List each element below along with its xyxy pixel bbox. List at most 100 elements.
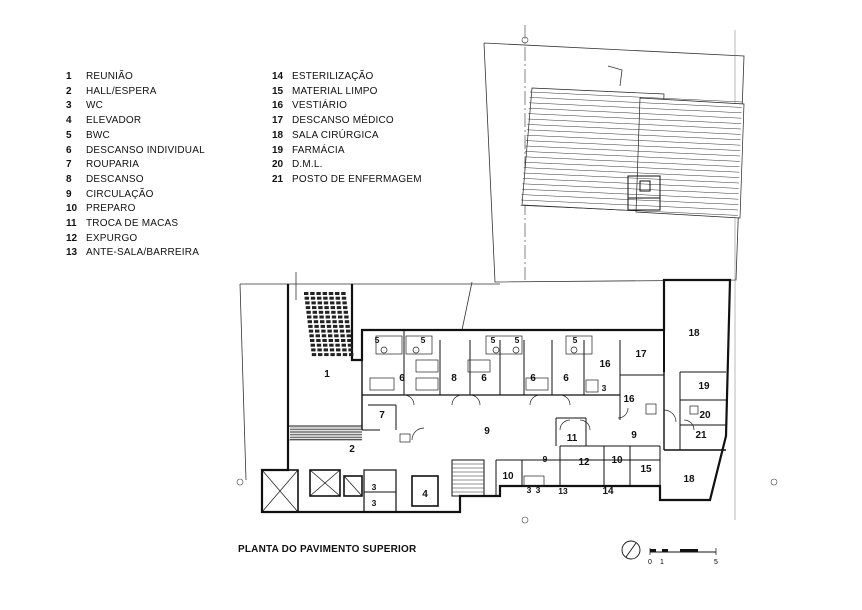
legend-label: ROUPARIA — [86, 159, 140, 171]
solar-panel-lines — [520, 91, 743, 216]
room-label: 18 — [688, 328, 700, 339]
room-label: 8 — [451, 373, 457, 384]
room-label: 9 — [543, 454, 548, 464]
grid-markers — [236, 36, 778, 524]
room-label: 5 — [573, 335, 578, 345]
north-arrow-icon — [621, 540, 641, 560]
room-label: 3 — [602, 383, 607, 393]
room-label: 10 — [502, 471, 514, 482]
legend-item: 18 SALA CIRÚRGICA — [272, 129, 422, 144]
legend-number: 10 — [66, 203, 78, 215]
room-label: 6 — [530, 373, 536, 384]
legend-number: 13 — [66, 247, 78, 259]
legend-number: 16 — [272, 100, 284, 112]
legend-label: WC — [86, 100, 104, 112]
room-label: 3 — [527, 485, 532, 495]
door-swings — [403, 394, 695, 441]
room-label: 7 — [379, 410, 385, 421]
legend-number: 11 — [66, 218, 77, 230]
legend-label: DESCANSO — [86, 173, 144, 185]
legend-number: 17 — [272, 115, 284, 127]
legend-item: 15 MATERIAL LIMPO — [272, 85, 422, 100]
shafts — [261, 469, 363, 513]
scale-tick-label: 0 — [648, 559, 652, 566]
legend-number: 3 — [66, 100, 72, 112]
room-label: 3 — [372, 482, 377, 492]
legend-item: 3 WC — [66, 99, 205, 114]
legend-label: ANTE-SALA/BARREIRA — [86, 247, 200, 259]
legend-label: BWC — [86, 129, 110, 141]
room-label: 11 — [567, 433, 578, 444]
legend-label: TROCA DE MACAS — [86, 218, 179, 230]
legend-item: 17 DESCANSO MÉDICO — [272, 114, 422, 129]
legend-label: ELEVADOR — [86, 115, 142, 127]
room-label: 10 — [611, 455, 623, 466]
legend-number: 14 — [272, 71, 284, 82]
auditorium-seating — [304, 292, 354, 357]
roof-hatch — [627, 175, 661, 211]
room-label: 14 — [602, 486, 614, 497]
room-label: 3 — [372, 498, 377, 508]
stair-treads — [290, 427, 484, 493]
legend-number: 19 — [272, 144, 284, 156]
legend-number: 18 — [272, 129, 284, 141]
room-label: 3 — [536, 485, 541, 495]
room-label: 20 — [699, 410, 711, 421]
room-label: 5 — [421, 335, 426, 345]
legend-label: DESCANSO MÉDICO — [292, 115, 394, 127]
legend-item: 12 EXPURGO — [66, 232, 205, 247]
legend-label: MATERIAL LIMPO — [292, 85, 378, 97]
room-labels: 1 2 3 3 3 3 3 4 5 5 5 5 5 6 6 6 6 7 8 9 … — [324, 328, 711, 508]
legend-label: DESCANSO INDIVIDUAL — [86, 144, 205, 156]
legend-number: 8 — [66, 173, 72, 185]
legend-number: 4 — [66, 115, 72, 127]
room-label: 21 — [695, 430, 707, 441]
room-label: 6 — [399, 373, 405, 384]
building-walls — [260, 278, 732, 514]
room-label: 5 — [375, 335, 380, 345]
legend-item: 19 FARMÁCIA — [272, 144, 422, 159]
legend-label: SALA CIRÚRGICA — [292, 129, 379, 141]
legend-item: 7 ROUPARIA — [66, 158, 205, 173]
legend-item: 11 TROCA DE MACAS — [66, 217, 205, 232]
legend-label: POSTO DE ENFERMAGEM — [292, 173, 422, 185]
legend-label: EXPURGO — [86, 232, 138, 244]
scale-bar: 0 1 5 — [648, 548, 718, 566]
legend-label: FARMÁCIA — [292, 144, 345, 156]
room-label: 6 — [563, 373, 569, 384]
legend-number: 1 — [66, 71, 72, 82]
legend-number: 21 — [272, 173, 284, 185]
legend-label: CIRCULAÇÃO — [86, 188, 154, 200]
room-label: 12 — [578, 457, 590, 468]
room-label: 5 — [491, 335, 496, 345]
site-outline — [239, 25, 745, 520]
plan-title: PLANTA DO PAVIMENTO SUPERIOR — [238, 544, 417, 555]
legend-item: 4 ELEVADOR — [66, 114, 205, 129]
legend-number: 15 — [272, 85, 284, 97]
room-label: 17 — [635, 349, 647, 360]
room-label: 2 — [349, 444, 355, 455]
legend-number: 7 — [66, 159, 72, 171]
legend-label: HALL/ESPERA — [86, 85, 157, 97]
room-label: 1 — [324, 369, 330, 380]
room-label: 13 — [558, 486, 568, 496]
scale-tick-label: 1 — [660, 559, 664, 566]
room-label: 6 — [481, 373, 487, 384]
room-label: 9 — [484, 426, 490, 437]
room-label: 5 — [515, 335, 520, 345]
legend-label: VESTIÁRIO — [292, 100, 348, 112]
furniture — [369, 335, 699, 487]
legend-item: 13 ANTE-SALA/BARREIRA — [66, 246, 205, 261]
legend-number: 12 — [66, 232, 78, 244]
legend-number: 2 — [66, 85, 72, 97]
room-label: 9 — [631, 430, 637, 441]
room-label: 19 — [698, 381, 710, 392]
legend-item: 2 HALL/ESPERA — [66, 85, 205, 100]
